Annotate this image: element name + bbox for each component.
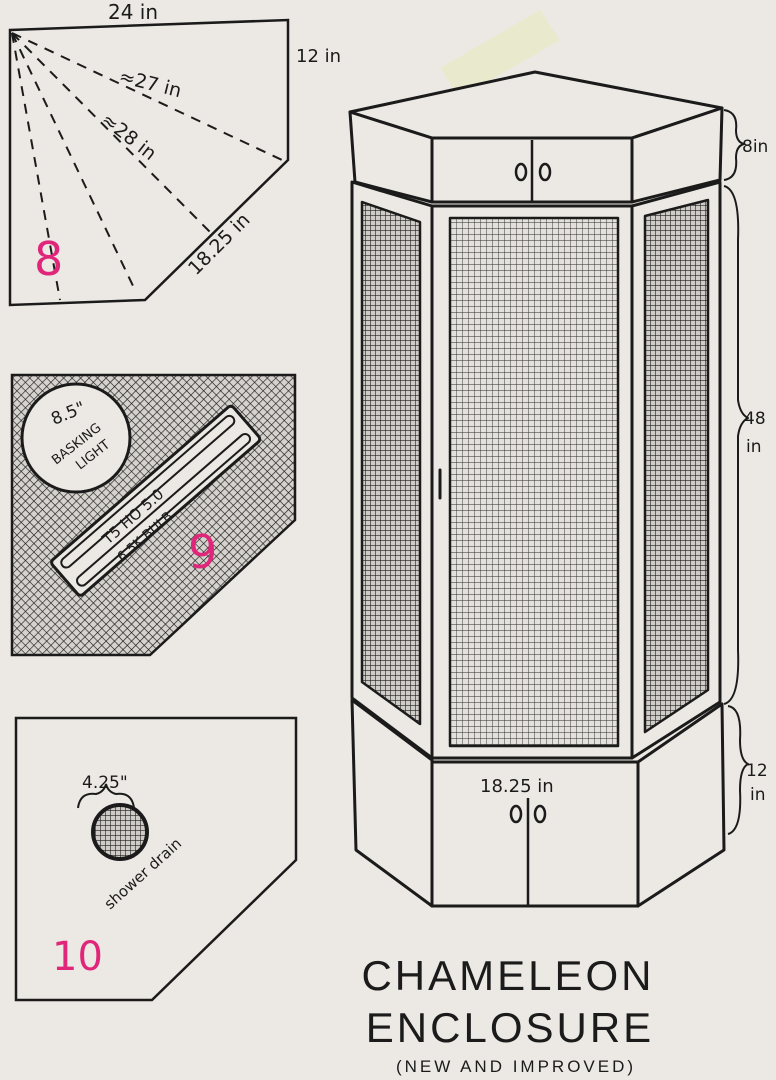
- title-line3: (NEW AND IMPROVED): [396, 1057, 636, 1076]
- top-door-knob-left: [514, 162, 528, 182]
- base-height-brace: [727, 705, 749, 835]
- main-height-line1: 48: [744, 409, 766, 429]
- diagonal-edge-line: [11, 32, 61, 301]
- top-view-panel: [8, 18, 290, 307]
- top-width-label: 24 in: [108, 0, 158, 24]
- top-view-outline: [8, 18, 290, 307]
- floor-panel: [14, 716, 298, 1002]
- front-screen-mesh: [448, 216, 620, 748]
- lighting-panel: [10, 373, 297, 657]
- front-width-label: 18.25 in: [480, 776, 554, 797]
- diagonal-27-line: [11, 32, 283, 161]
- base-height-line2: in: [750, 785, 766, 805]
- floor-panel-outline: [14, 716, 298, 1002]
- top-depth-label: 12 in: [296, 46, 341, 67]
- base-door-knob-left: [509, 804, 523, 824]
- panel-number-8: 8: [34, 232, 63, 286]
- main-height-brace: [723, 185, 749, 705]
- right-screen-mesh: [643, 198, 710, 734]
- panel-number-10: 10: [52, 934, 103, 980]
- top-height-label: 8in: [742, 137, 768, 157]
- base-right-panel: [636, 702, 726, 908]
- basking-light-circle: [20, 382, 132, 494]
- title-line2: ENCLOSURE: [366, 1004, 654, 1051]
- enclosure-drawing: [348, 70, 749, 908]
- panel-number-9: 9: [188, 525, 217, 579]
- drain-size-label: 4.25": [82, 773, 128, 793]
- top-height-brace: [723, 109, 745, 181]
- main-height-line2: in: [746, 437, 762, 457]
- base-height-line1: 12: [746, 761, 768, 781]
- diagonal-short-line: [11, 32, 136, 291]
- left-screen-mesh: [360, 200, 422, 726]
- top-door-knob-right: [538, 162, 552, 182]
- top-cabinet-right: [630, 106, 724, 204]
- drain-size-brace: [77, 783, 135, 809]
- base-door-knob-right: [533, 804, 547, 824]
- t5-light-fixture: [50, 404, 262, 597]
- title-line1: CHAMELEON: [361, 952, 654, 999]
- shower-drain-circle: [91, 803, 149, 861]
